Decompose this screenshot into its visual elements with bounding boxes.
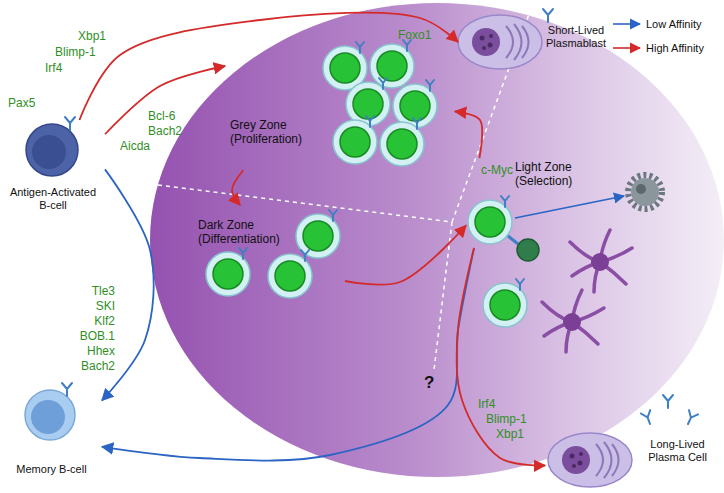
- gene-label: Irf4: [478, 398, 495, 411]
- b-cell-node: Antigen-Activated B-cell: [3, 120, 105, 215]
- gene-label: Bcl-6: [148, 110, 175, 123]
- gene-label: Irf4: [45, 62, 62, 75]
- node-label: Grey Zone (Proliferation): [230, 118, 320, 147]
- proliferating-cells: [323, 40, 437, 166]
- gene-label: Blimp-1: [55, 46, 96, 59]
- legend-text: High Affinity: [646, 42, 704, 54]
- gene-label: Pax5: [8, 97, 35, 110]
- memory-node: Memory B-cell: [3, 385, 102, 488]
- differentiation-arrow: [457, 248, 545, 466]
- plasma-cell: [548, 433, 632, 487]
- gene-label: BOB.1: [80, 330, 115, 343]
- gene-label: c-Myc: [481, 164, 513, 177]
- gene-label: Tle3: [92, 285, 115, 298]
- legend-text: Low Affinity: [646, 18, 701, 30]
- gene-label: Hhex: [87, 345, 115, 358]
- differentiation-arrow: [455, 112, 482, 159]
- secreted-antibodies: [641, 395, 698, 426]
- differentiation-arrow: [345, 226, 466, 285]
- node-label: Light Zone (Selection): [515, 160, 597, 189]
- differentiation-arrow: [102, 248, 474, 461]
- plasmablast-node: Short-Lived Plasmablast: [458, 10, 610, 74]
- cell-name: Memory B-cell: [3, 463, 100, 476]
- legend-line: [612, 42, 642, 54]
- cell-name: Short-Lived Plasmablast: [544, 24, 608, 50]
- node-label: Long-Lived Plasma Cell: [640, 438, 715, 464]
- gene-label: Xbp1: [78, 30, 106, 43]
- zone-region: Dark Zone (Differentiation): [195, 205, 345, 300]
- apoptosis-arrow: [515, 196, 624, 218]
- node-label: Antigen-Activated B-cell: [3, 186, 103, 212]
- gene-label: Blimp-1: [486, 413, 527, 426]
- gene-label: Klf2: [94, 315, 115, 328]
- node-label: Short-Lived Plasmablast: [544, 24, 608, 50]
- plasmablast-cell: [458, 15, 542, 69]
- light-zone-cells: [468, 196, 632, 352]
- cell-name: Dark Zone (Differentiation): [198, 218, 293, 247]
- plasma-cell-node: Long-Lived Plasma Cell: [545, 420, 717, 490]
- cell-name: Antigen-Activated B-cell: [3, 186, 103, 212]
- cell-name: Grey Zone (Proliferation): [230, 118, 320, 147]
- antibody: [543, 9, 553, 22]
- cell-name: Long-Lived Plasma Cell: [640, 438, 715, 464]
- gene-label: Bach2: [148, 125, 182, 138]
- legend-entry: Low Affinity: [612, 18, 701, 30]
- activated-b-cell: [26, 117, 78, 176]
- legend-entry: High Affinity: [612, 42, 704, 54]
- gene-label: Bach2: [81, 360, 115, 373]
- germinal-center: [150, 3, 724, 477]
- question-mark: ?: [424, 374, 434, 393]
- legend-line: [612, 18, 642, 30]
- gene-label: SKI: [96, 300, 115, 313]
- node-label: Memory B-cell: [3, 463, 100, 476]
- gene-label: Xbp1: [496, 428, 524, 441]
- memory-b-cell: [25, 383, 75, 440]
- gene-label: Foxo1: [398, 29, 431, 42]
- apoptotic-cell: [628, 175, 662, 209]
- gene-label: Aicda: [120, 140, 150, 153]
- differentiation-arrow: [105, 66, 225, 134]
- node-label: Dark Zone (Differentiation): [198, 218, 293, 247]
- differentiation-arrow: [232, 170, 243, 205]
- cell-name: Light Zone (Selection): [515, 160, 597, 189]
- zone-region: Grey Zone (Proliferation): [225, 40, 455, 170]
